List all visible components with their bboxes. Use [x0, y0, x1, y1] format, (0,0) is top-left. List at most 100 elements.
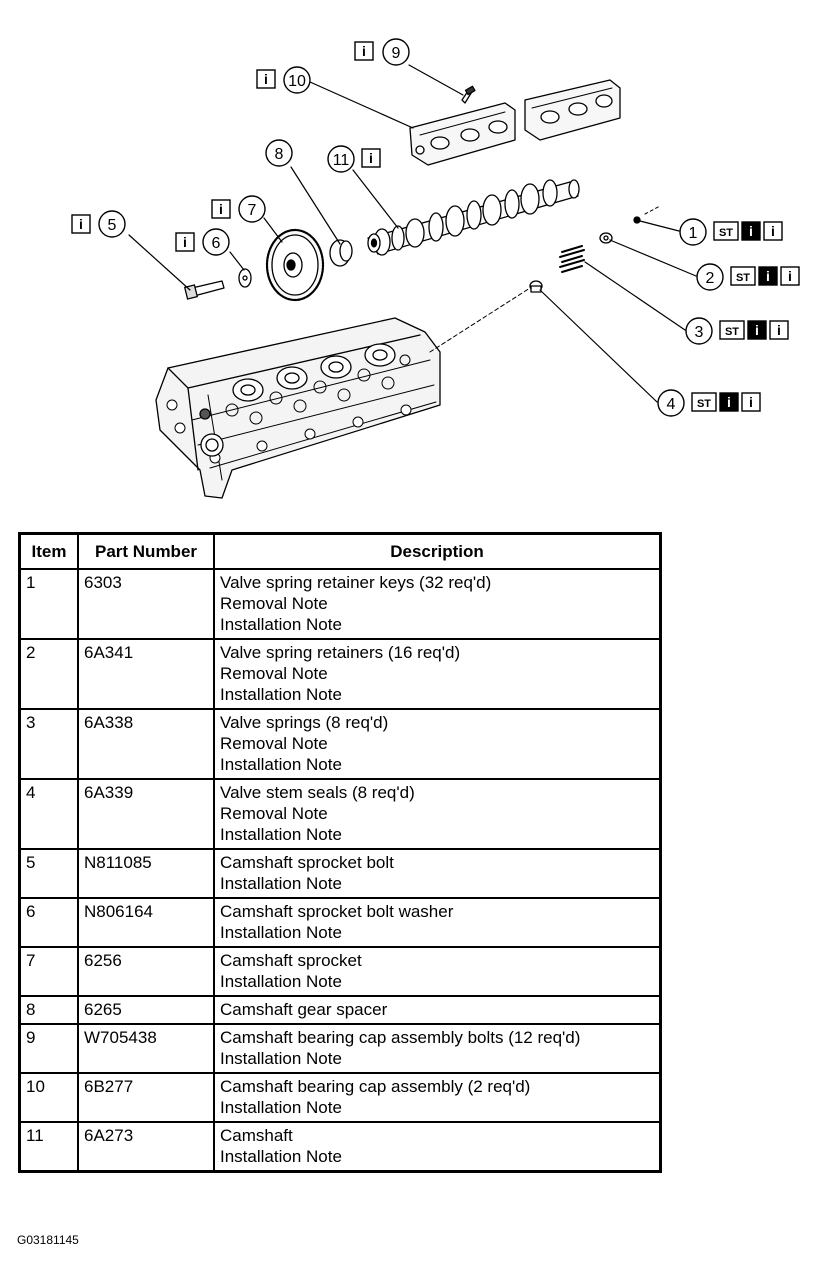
description-text: Camshaft bearing cap assembly (2 req'd) — [220, 1077, 531, 1096]
description-text: Valve stem seals (8 req'd) — [220, 783, 415, 802]
cell-item: 5 — [18, 848, 79, 899]
cell-item: 8 — [18, 995, 79, 1025]
header-part-number: Part Number — [77, 532, 215, 570]
callout-9: i 9 — [354, 38, 410, 66]
svg-text:ST: ST — [736, 272, 750, 284]
callout-number: 2 — [706, 270, 715, 287]
callout-10: i 10 — [256, 66, 311, 94]
callout-1: 1 ST i i — [679, 218, 783, 246]
svg-text:i: i — [727, 394, 731, 410]
description-note: Installation Note — [220, 923, 342, 942]
callout-number: 3 — [695, 324, 704, 341]
callout-4: 4 ST i i — [657, 389, 761, 417]
description-note: Removal Note — [220, 664, 328, 683]
svg-text:i: i — [369, 150, 373, 166]
cylinder-head-illustration — [155, 287, 531, 499]
sprocket-illustration — [265, 228, 325, 302]
description-text: Camshaft — [220, 1126, 293, 1145]
callout-number: 5 — [108, 217, 117, 234]
description-note: Installation Note — [220, 685, 342, 704]
description-note: Installation Note — [220, 615, 342, 634]
description-text: Camshaft bearing cap assembly bolts (12 … — [220, 1028, 581, 1047]
callout-6: i 6 — [175, 228, 230, 256]
svg-text:i: i — [749, 223, 753, 239]
table-header-row: Item Part Number Description — [18, 532, 662, 570]
valve-spring-illustration — [559, 245, 585, 273]
description-text: Camshaft gear spacer — [220, 1000, 388, 1019]
exploded-view-diagram: i 9 i 10 8 11 i i 7 i 5 — [71, 38, 800, 499]
callout-11: 11 i — [327, 145, 381, 173]
cell-part-number: N806164 — [77, 897, 215, 948]
cell-item: 11 — [18, 1121, 79, 1173]
cell-description: Camshaft bearing cap assembly bolts (12 … — [213, 1023, 662, 1074]
callout-5: i 5 — [71, 210, 126, 238]
callout-7: i 7 — [211, 195, 266, 223]
callout-number: 7 — [248, 202, 257, 219]
description-text: Camshaft sprocket bolt — [220, 853, 394, 872]
valve-keys-illustration — [633, 205, 661, 224]
description-note: Installation Note — [220, 825, 342, 844]
description-note: Installation Note — [220, 1098, 342, 1117]
cell-description: Camshaft gear spacer — [213, 995, 662, 1025]
cell-part-number: 6256 — [77, 946, 215, 997]
description-note: Removal Note — [220, 594, 328, 613]
description-text: Camshaft sprocket — [220, 951, 362, 970]
svg-text:ST: ST — [697, 398, 711, 410]
cell-description: Valve spring retainer keys (32 req'd) Rem… — [213, 568, 662, 640]
cell-part-number: W705438 — [77, 1023, 215, 1074]
cell-part-number: 6B277 — [77, 1072, 215, 1123]
valve-stem-seal-illustration — [529, 280, 543, 293]
callout-2: 2 ST i i — [696, 263, 800, 291]
cell-item: 3 — [18, 708, 79, 780]
valve-retainer-illustration — [599, 232, 613, 244]
callout-3: 3 ST i i — [685, 317, 789, 345]
cell-part-number: 6303 — [77, 568, 215, 640]
callout-8: 8 — [265, 139, 293, 167]
callout-number: 11 — [333, 152, 350, 169]
svg-text:ST: ST — [725, 326, 739, 338]
spacer-illustration — [329, 239, 353, 267]
cell-item: 2 — [18, 638, 79, 710]
description-note: Removal Note — [220, 734, 328, 753]
svg-text:i: i — [777, 322, 781, 338]
callout-number: 6 — [212, 235, 221, 252]
svg-text:ST: ST — [719, 227, 733, 239]
bearing-cap-assembly-illustration — [409, 79, 621, 166]
svg-text:i: i — [183, 234, 187, 250]
cell-item: 4 — [18, 778, 79, 850]
cell-item: 9 — [18, 1023, 79, 1074]
cell-item: 6 — [18, 897, 79, 948]
cell-part-number: 6A341 — [77, 638, 215, 710]
cell-part-number: 6A339 — [77, 778, 215, 850]
svg-text:i: i — [362, 43, 366, 59]
svg-text:i: i — [788, 268, 792, 284]
description-text: Camshaft sprocket bolt washer — [220, 902, 454, 921]
callout-number: 8 — [275, 146, 284, 163]
description-note: Installation Note — [220, 1049, 342, 1068]
cell-part-number: 6A273 — [77, 1121, 215, 1173]
cell-part-number: N811085 — [77, 848, 215, 899]
description-text: Valve spring retainer keys (32 req'd) — [220, 573, 492, 592]
description-text: Valve springs (8 req'd) — [220, 713, 389, 732]
callout-number: 10 — [288, 73, 306, 90]
description-note: Installation Note — [220, 755, 342, 774]
cell-description: Valve spring retainers (16 req'd) Removal… — [213, 638, 662, 710]
figure-code: G03181145 — [17, 1233, 79, 1247]
header-description: Description — [213, 532, 662, 570]
cell-part-number: 6265 — [77, 995, 215, 1025]
description-text: Valve spring retainers (16 req'd) — [220, 643, 461, 662]
camshaft-illustration — [367, 179, 580, 256]
